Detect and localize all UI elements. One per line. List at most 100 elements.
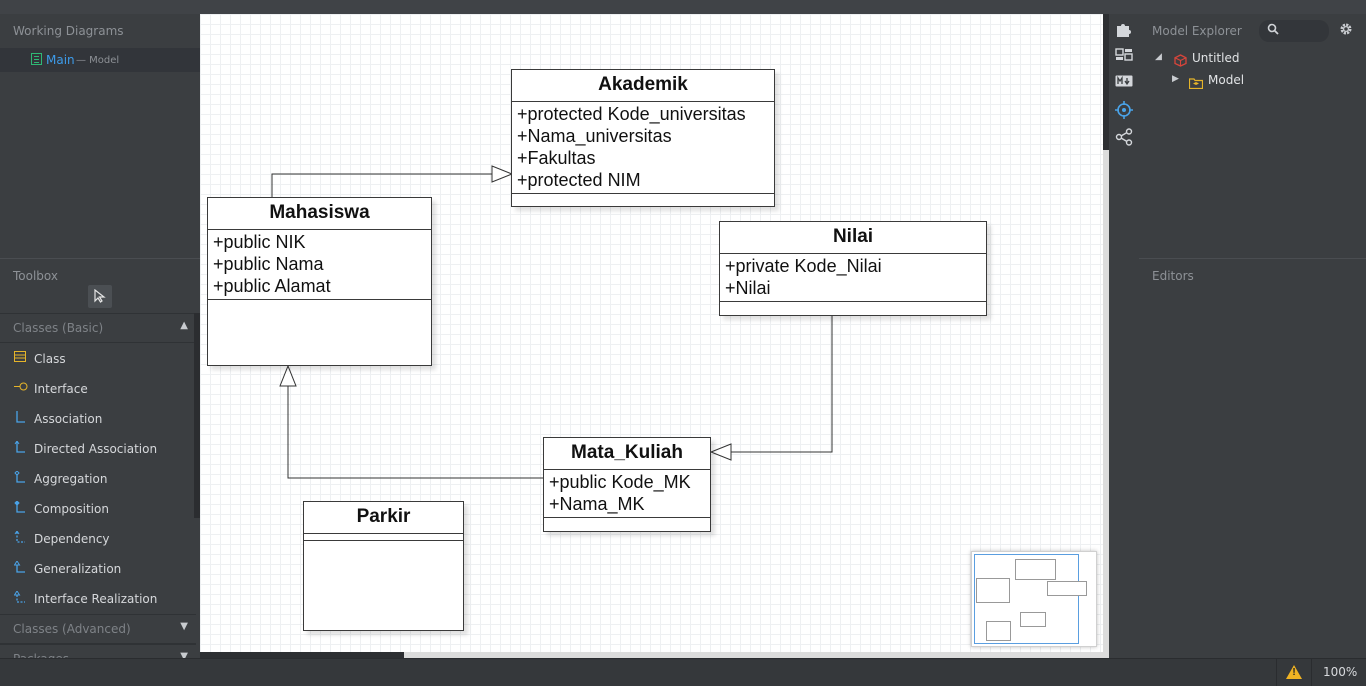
crosshair-navigator-icon[interactable] [1115, 101, 1133, 119]
section-label: Classes (Advanced) [13, 622, 131, 636]
tool-generalization[interactable]: Generalization [0, 553, 196, 583]
attribute[interactable]: +public Kode_MK [549, 472, 691, 492]
tool-label: Composition [34, 502, 109, 516]
attribute[interactable]: +public NIK [213, 232, 306, 252]
search-icon [1267, 23, 1279, 38]
model-explorer-search[interactable] [1259, 20, 1329, 42]
warning-button[interactable]: ! [1276, 659, 1312, 686]
class-name: Akademik [512, 70, 774, 102]
dependency-icon [14, 530, 28, 543]
share-icon[interactable] [1115, 128, 1133, 146]
model-package-icon [1188, 74, 1204, 90]
attribute[interactable]: +public Nama [213, 254, 324, 274]
class-mahasiswa[interactable]: Mahasiswa +public NIK +public Nama +publ… [207, 197, 432, 366]
relationship-lines [271, 165, 833, 479]
zoom-level[interactable]: 100% [1323, 665, 1358, 679]
attribute[interactable]: +Fakultas [517, 148, 596, 168]
working-diagram-item-main[interactable]: Main — Model [0, 48, 200, 72]
tool-label: Interface [34, 382, 88, 396]
minimap-viewport[interactable] [974, 554, 1079, 644]
working-diagram-subtitle: — Model [76, 55, 120, 66]
panel-divider[interactable] [0, 258, 200, 259]
class-nilai[interactable]: Nilai +private Kode_Nilai +Nilai [719, 221, 987, 316]
attribute-compartment [304, 534, 463, 541]
collapse-up-icon: ▲ [180, 320, 188, 331]
attribute[interactable]: +protected Kode_universitas [517, 104, 746, 124]
generalization-icon [13, 560, 28, 573]
attribute[interactable]: +protected NIM [517, 170, 641, 190]
attribute-compartment: +protected Kode_universitas +Nama_univer… [512, 102, 774, 194]
tool-composition[interactable]: Composition [0, 493, 196, 523]
search-input[interactable] [1285, 23, 1329, 40]
horizontal-scrollbar[interactable] [200, 652, 1103, 658]
right-sidebar: Model Explorer ◢ Untitled ▶ Model Editor… [1139, 14, 1366, 658]
toolbox-scrollbar[interactable] [194, 313, 200, 518]
vertical-scrollbar[interactable] [1103, 14, 1109, 658]
minimap-class [976, 578, 1010, 603]
tool-label: Association [34, 412, 103, 426]
minimap-class [1020, 612, 1046, 627]
generalization-arrowhead [491, 165, 514, 183]
class-name: Nilai [720, 222, 986, 254]
tree-item-untitled[interactable]: ◢ Untitled [1155, 49, 1355, 69]
scrollbar-thumb[interactable] [1103, 14, 1109, 150]
generalization-arrowhead [709, 443, 732, 461]
attribute[interactable]: +public Alamat [213, 276, 331, 296]
tool-label: Aggregation [34, 472, 108, 486]
class-icon [14, 351, 28, 363]
working-diagram-name: Main [46, 53, 75, 67]
gear-icon[interactable] [1339, 22, 1353, 40]
select-pointer-button[interactable] [88, 285, 112, 308]
class-akademik[interactable]: Akademik +protected Kode_universitas +Na… [511, 69, 775, 207]
attribute[interactable]: +Nilai [725, 278, 771, 298]
attribute-compartment: +public Kode_MK +Nama_MK [544, 470, 710, 518]
attribute[interactable]: +private Kode_Nilai [725, 256, 882, 276]
generalization-arrowhead [279, 364, 297, 387]
interface-realization-icon [13, 590, 28, 603]
layout-grid-icon[interactable] [1115, 48, 1133, 66]
expanded-triangle-icon[interactable]: ◢ [1155, 52, 1162, 62]
tool-aggregation[interactable]: Aggregation [0, 463, 196, 493]
diagram-minimap[interactable] [971, 551, 1097, 647]
tool-association[interactable]: Association [0, 403, 196, 433]
tool-interface-realization[interactable]: Interface Realization [0, 583, 196, 613]
tool-dependency[interactable]: Dependency [0, 523, 196, 553]
top-bar [0, 0, 1366, 14]
section-label: Classes (Basic) [13, 321, 104, 335]
tool-interface[interactable]: Interface [0, 373, 196, 403]
status-bar: ! 100% [0, 658, 1366, 686]
scrollbar-thumb[interactable] [200, 652, 404, 658]
generalization-line-matakuliah-mahasiswa [287, 386, 544, 479]
class-name: Parkir [304, 502, 463, 534]
attribute[interactable]: +Nama_universitas [517, 126, 672, 146]
warning-icon [1286, 665, 1302, 679]
directed-association-icon [14, 440, 28, 453]
minimap-class [986, 621, 1011, 641]
extensions-puzzle-icon[interactable] [1115, 20, 1133, 38]
generalization-line-mahasiswa-akademik [271, 173, 492, 198]
left-sidebar: Working Diagrams Main — Model Toolbox Cl… [0, 14, 200, 660]
collapsed-triangle-icon[interactable]: ▶ [1172, 74, 1179, 84]
section-classes-basic[interactable]: Classes (Basic) ▲ [0, 313, 196, 343]
expand-down-icon: ▼ [180, 651, 188, 660]
section-label: Packages [13, 652, 69, 660]
tree-item-model[interactable]: ▶ Model [1172, 71, 1352, 91]
diagram-canvas[interactable]: Akademik +protected Kode_universitas +Na… [200, 14, 1103, 652]
composition-icon [14, 500, 28, 513]
tool-directed-association[interactable]: Directed Association [0, 433, 196, 463]
class-parkir[interactable]: Parkir [303, 501, 464, 631]
minimap-class [1015, 559, 1056, 580]
class-name: Mahasiswa [208, 198, 431, 230]
panel-divider[interactable] [1139, 258, 1366, 259]
markdown-icon[interactable] [1115, 74, 1133, 92]
section-classes-advanced[interactable]: Classes (Advanced) ▼ [0, 614, 196, 644]
class-name: Mata_Kuliah [544, 438, 710, 470]
attribute[interactable]: +Nama_MK [549, 494, 645, 514]
expand-down-icon: ▼ [180, 621, 188, 632]
tool-class[interactable]: Class [0, 343, 196, 373]
model-explorer-title: Model Explorer [1152, 24, 1242, 38]
class-mata-kuliah[interactable]: Mata_Kuliah +public Kode_MK +Nama_MK [543, 437, 711, 532]
attribute-compartment: +private Kode_Nilai +Nilai [720, 254, 986, 302]
association-icon [14, 411, 28, 423]
generalization-line-nilai-matakuliah [731, 316, 833, 453]
